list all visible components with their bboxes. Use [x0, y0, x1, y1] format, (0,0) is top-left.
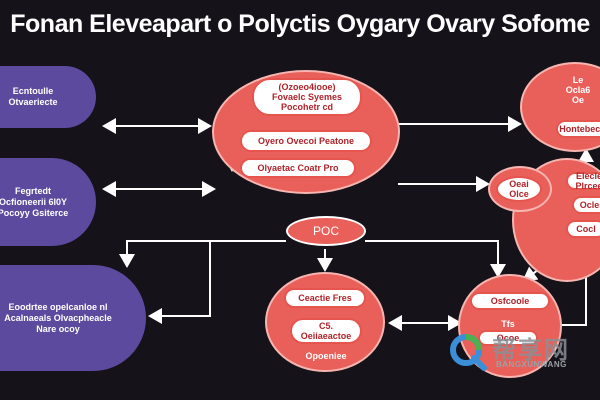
- left-block-3-line-3: Nare ocoy: [36, 323, 80, 334]
- right-bottom-pill-3: Ocoe: [478, 330, 538, 346]
- left-block-2-line-2: Ocfioneerii 6I0Y: [0, 196, 68, 207]
- right-mid-pill-1: Elecle Plrcee: [566, 171, 600, 191]
- center-top-line-3: Pocohetr cd: [280, 102, 333, 112]
- watermark-logo-icon: [450, 334, 487, 371]
- left-block-3: Eoodrtee opelcanloe nl Acalnaeals Olvacp…: [0, 265, 146, 371]
- center-bottom-footer: Opoeniee: [305, 351, 347, 361]
- right-bottom-pill-1: Osfcoole: [470, 292, 550, 310]
- diagram-title: Fonan Eleveapart o Polyctis Oygary Ovary…: [10, 10, 590, 38]
- right-mid-oval-pill: Oeai Olce: [496, 176, 542, 202]
- center-top-pill-2: Olyaetac Coatr Pro: [240, 158, 356, 178]
- left-block-3-line-1: Eoodrtee opelcanloe nl: [8, 301, 108, 312]
- center-bottom-pill-2-line-1: C5.: [318, 321, 333, 331]
- left-block-1: Ecntoulle Otvaeriecte: [0, 66, 96, 128]
- center-top-line-1: (Ozoeo4iooe): [278, 82, 336, 92]
- left-block-1-line-1: Ecntoulle: [12, 86, 54, 96]
- right-mid-pill-2: Ocles: [572, 196, 600, 214]
- watermark-cn-text: 帮享网: [492, 337, 570, 364]
- center-bottom-pill-1: Ceactie Fres: [284, 288, 366, 308]
- center-top-pill-1: Oyero Ovecoi Peatone: [240, 130, 372, 152]
- right-mid-oval-line-2: Olce: [509, 189, 529, 199]
- left-block-1-line-2: Otvaeriecte: [8, 97, 58, 107]
- right-top-line-1: Le: [572, 75, 584, 85]
- center-bottom-pill-2-line-2: Oeiiaeactoe: [300, 331, 352, 341]
- left-block-2-line-1: Fegrtedt: [15, 185, 51, 196]
- right-top-pill: Hontebecre: [556, 120, 600, 138]
- left-block-2: Fegrtedt Ocfioneerii 6I0Y Pocoyy Gsiterc…: [0, 158, 96, 246]
- left-block-3-line-2: Acalnaeals Olvacpheacle: [4, 312, 112, 323]
- right-mid-pill-3: Cocl: [566, 220, 600, 238]
- right-top-text: Le Ocla6 Oe: [556, 75, 600, 105]
- watermark-en-text: BANGXUNWANG: [496, 360, 567, 369]
- center-bottom-pill-2: C5. Oeiiaeactoe: [290, 318, 362, 344]
- center-top-line-2: Fovaelc Syemes: [271, 92, 343, 102]
- right-bottom-pill-2: Tfs: [501, 319, 515, 329]
- right-top-line-3: Oe: [571, 95, 584, 105]
- poc-node: POC: [286, 216, 366, 246]
- right-top-line-2: Ocla6: [565, 85, 591, 95]
- watermark: 帮享网 BANGXUNWANG: [446, 330, 586, 374]
- center-top-header: (Ozoeo4iooe) Fovaelc Syemes Pocohetr cd: [252, 78, 362, 116]
- left-block-2-line-3: Pocoyy Gsiterce: [0, 207, 69, 218]
- right-mid-oval-line-1: Oeai: [509, 179, 529, 189]
